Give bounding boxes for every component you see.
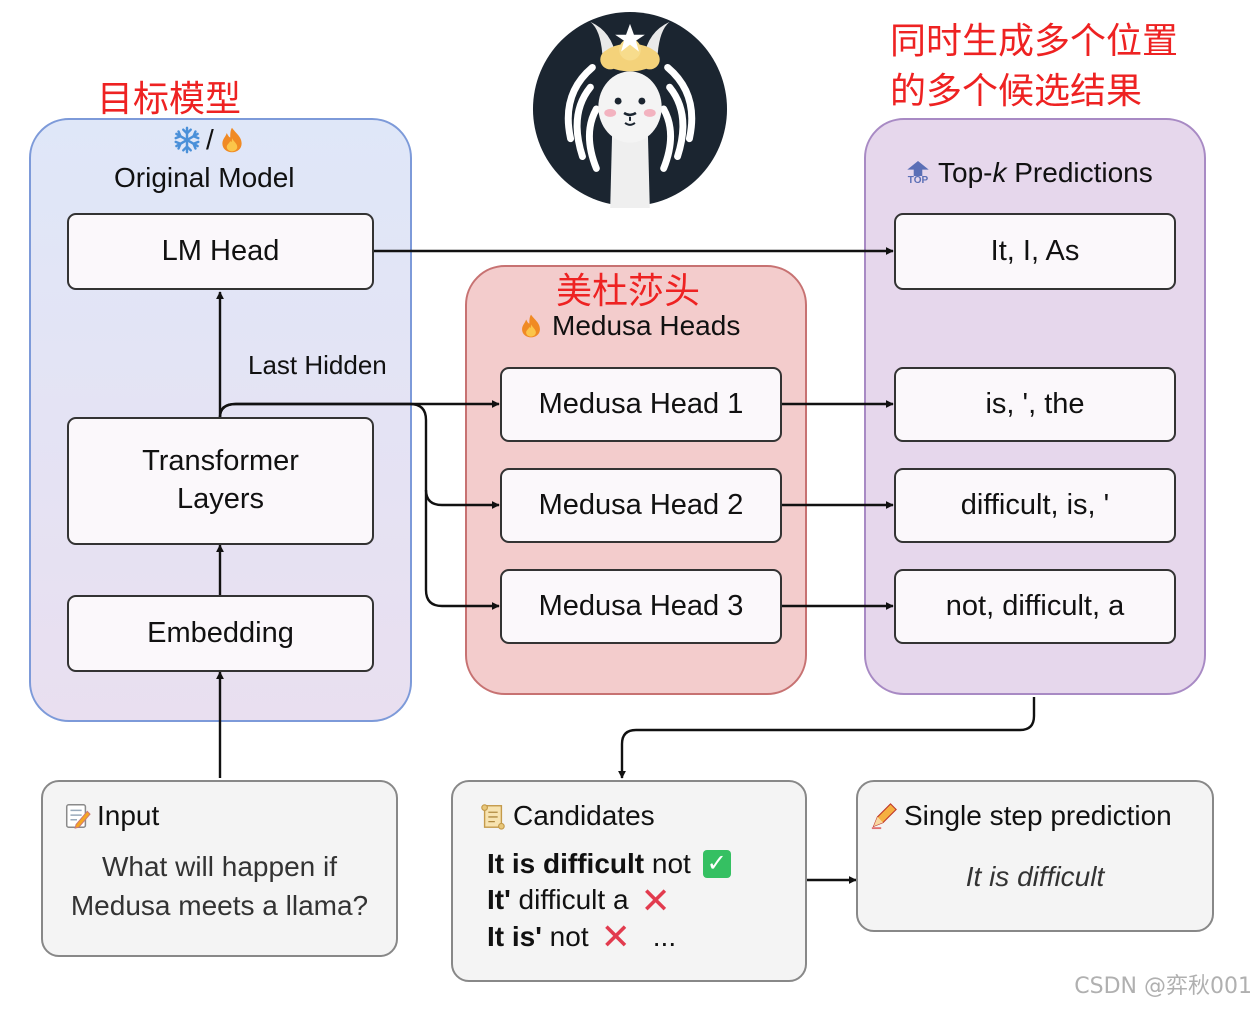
target-model-annotation: 目标模型 [97,79,242,120]
topk-title-k: k [992,157,1007,188]
input-line1: What will happen if [101,851,337,882]
cross-icon: ✕ [600,915,631,957]
fire-icon [522,314,540,338]
candidates-box: Candidates It is difficult not ✓ It' dif… [451,780,807,982]
medusa-head-3-box: Medusa Head 3 [500,569,782,644]
input-box: Input What will happen if Medusa meets a… [41,780,398,957]
topk-annotation-line2: 的多个候选结果 [890,71,1143,112]
single-step-text: It is difficult [965,861,1105,892]
candidate-row-1: It is difficult not ✓ [487,846,731,882]
candidate-1-rest: not [644,848,691,879]
candidate-2-rest: difficult a [510,884,629,916]
last-hidden-label: Last Hidden [248,350,387,380]
input-text: What will happen if Medusa meets a llama… [43,848,396,925]
candidate-2-bold: It' [487,884,511,916]
scroll-icon [481,804,505,830]
medusa-head-1-box: Medusa Head 1 [500,367,782,442]
medusa-llama-logo [532,11,728,208]
watermark: CSDN @弈秋001 [1074,974,1252,999]
cross-icon: ✕ [640,879,671,921]
topk-prediction-1: It, I, As [894,213,1176,290]
lm-head-box: LM Head [67,213,374,290]
single-step-title: Single step prediction [904,800,1172,831]
candidates-list: It is difficult not ✓ It' difficult a ✕ … [487,846,731,955]
topk-prediction-3: difficult, is, ' [894,468,1176,543]
candidate-row-3: It is' not ✕ ... [487,915,731,957]
topk-prediction-4: not, difficult, a [894,569,1176,644]
top-icon-text: TOP [907,174,929,186]
candidate-1-bold: It is difficult [487,848,645,879]
transformer-line2: Layers [176,483,265,515]
topk-annotation-line1: 同时生成多个位置 [890,21,1179,62]
input-title-row: Input [63,800,159,832]
embedding-box: Embedding [67,595,374,672]
topk-title-prefix: Top- [938,157,993,188]
transformer-layers-box: Transformer Layers [67,417,374,545]
candidates-title: Candidates [513,800,655,831]
top-arrow-icon: TOP [904,160,932,186]
candidate-3-bold: It is' [487,920,542,952]
snowflake-icon [174,126,200,154]
topk-prediction-2: is, ', the [894,367,1176,442]
memo-icon [65,804,91,829]
pencil-icon [871,803,897,830]
input-title: Input [97,800,160,831]
topk-title-suffix: Predictions [1006,157,1153,188]
transformer-line1: Transformer [142,445,299,478]
medusa-heads-annotation: 美杜莎头 [556,271,701,312]
single-step-box: Single step prediction It is difficult [856,780,1214,932]
candidate-row-2: It' difficult a ✕ [487,882,731,918]
single-step-title-row: Single step prediction [870,800,1172,832]
fire-icon [222,127,242,153]
check-icon: ✓ [702,850,731,879]
topk-title: Top-k Predictions [938,157,1153,189]
original-model-separator: / [206,124,214,155]
input-line2: Medusa meets a llama? [70,889,369,921]
candidates-title-row: Candidates [479,800,655,832]
candidate-3-ellipsis: ... [652,920,677,952]
original-model-title: Original Model [114,162,295,193]
arrow-topk-to-candidates [618,697,1036,779]
medusa-heads-title-row: Medusa Heads [518,310,740,342]
original-model-icons: / [172,124,246,156]
medusa-head-2-box: Medusa Head 2 [500,468,782,543]
candidate-3-rest: not [541,920,589,952]
topk-title-row: TOP Top-k Predictions [904,157,1153,189]
medusa-heads-title: Medusa Heads [552,310,741,341]
